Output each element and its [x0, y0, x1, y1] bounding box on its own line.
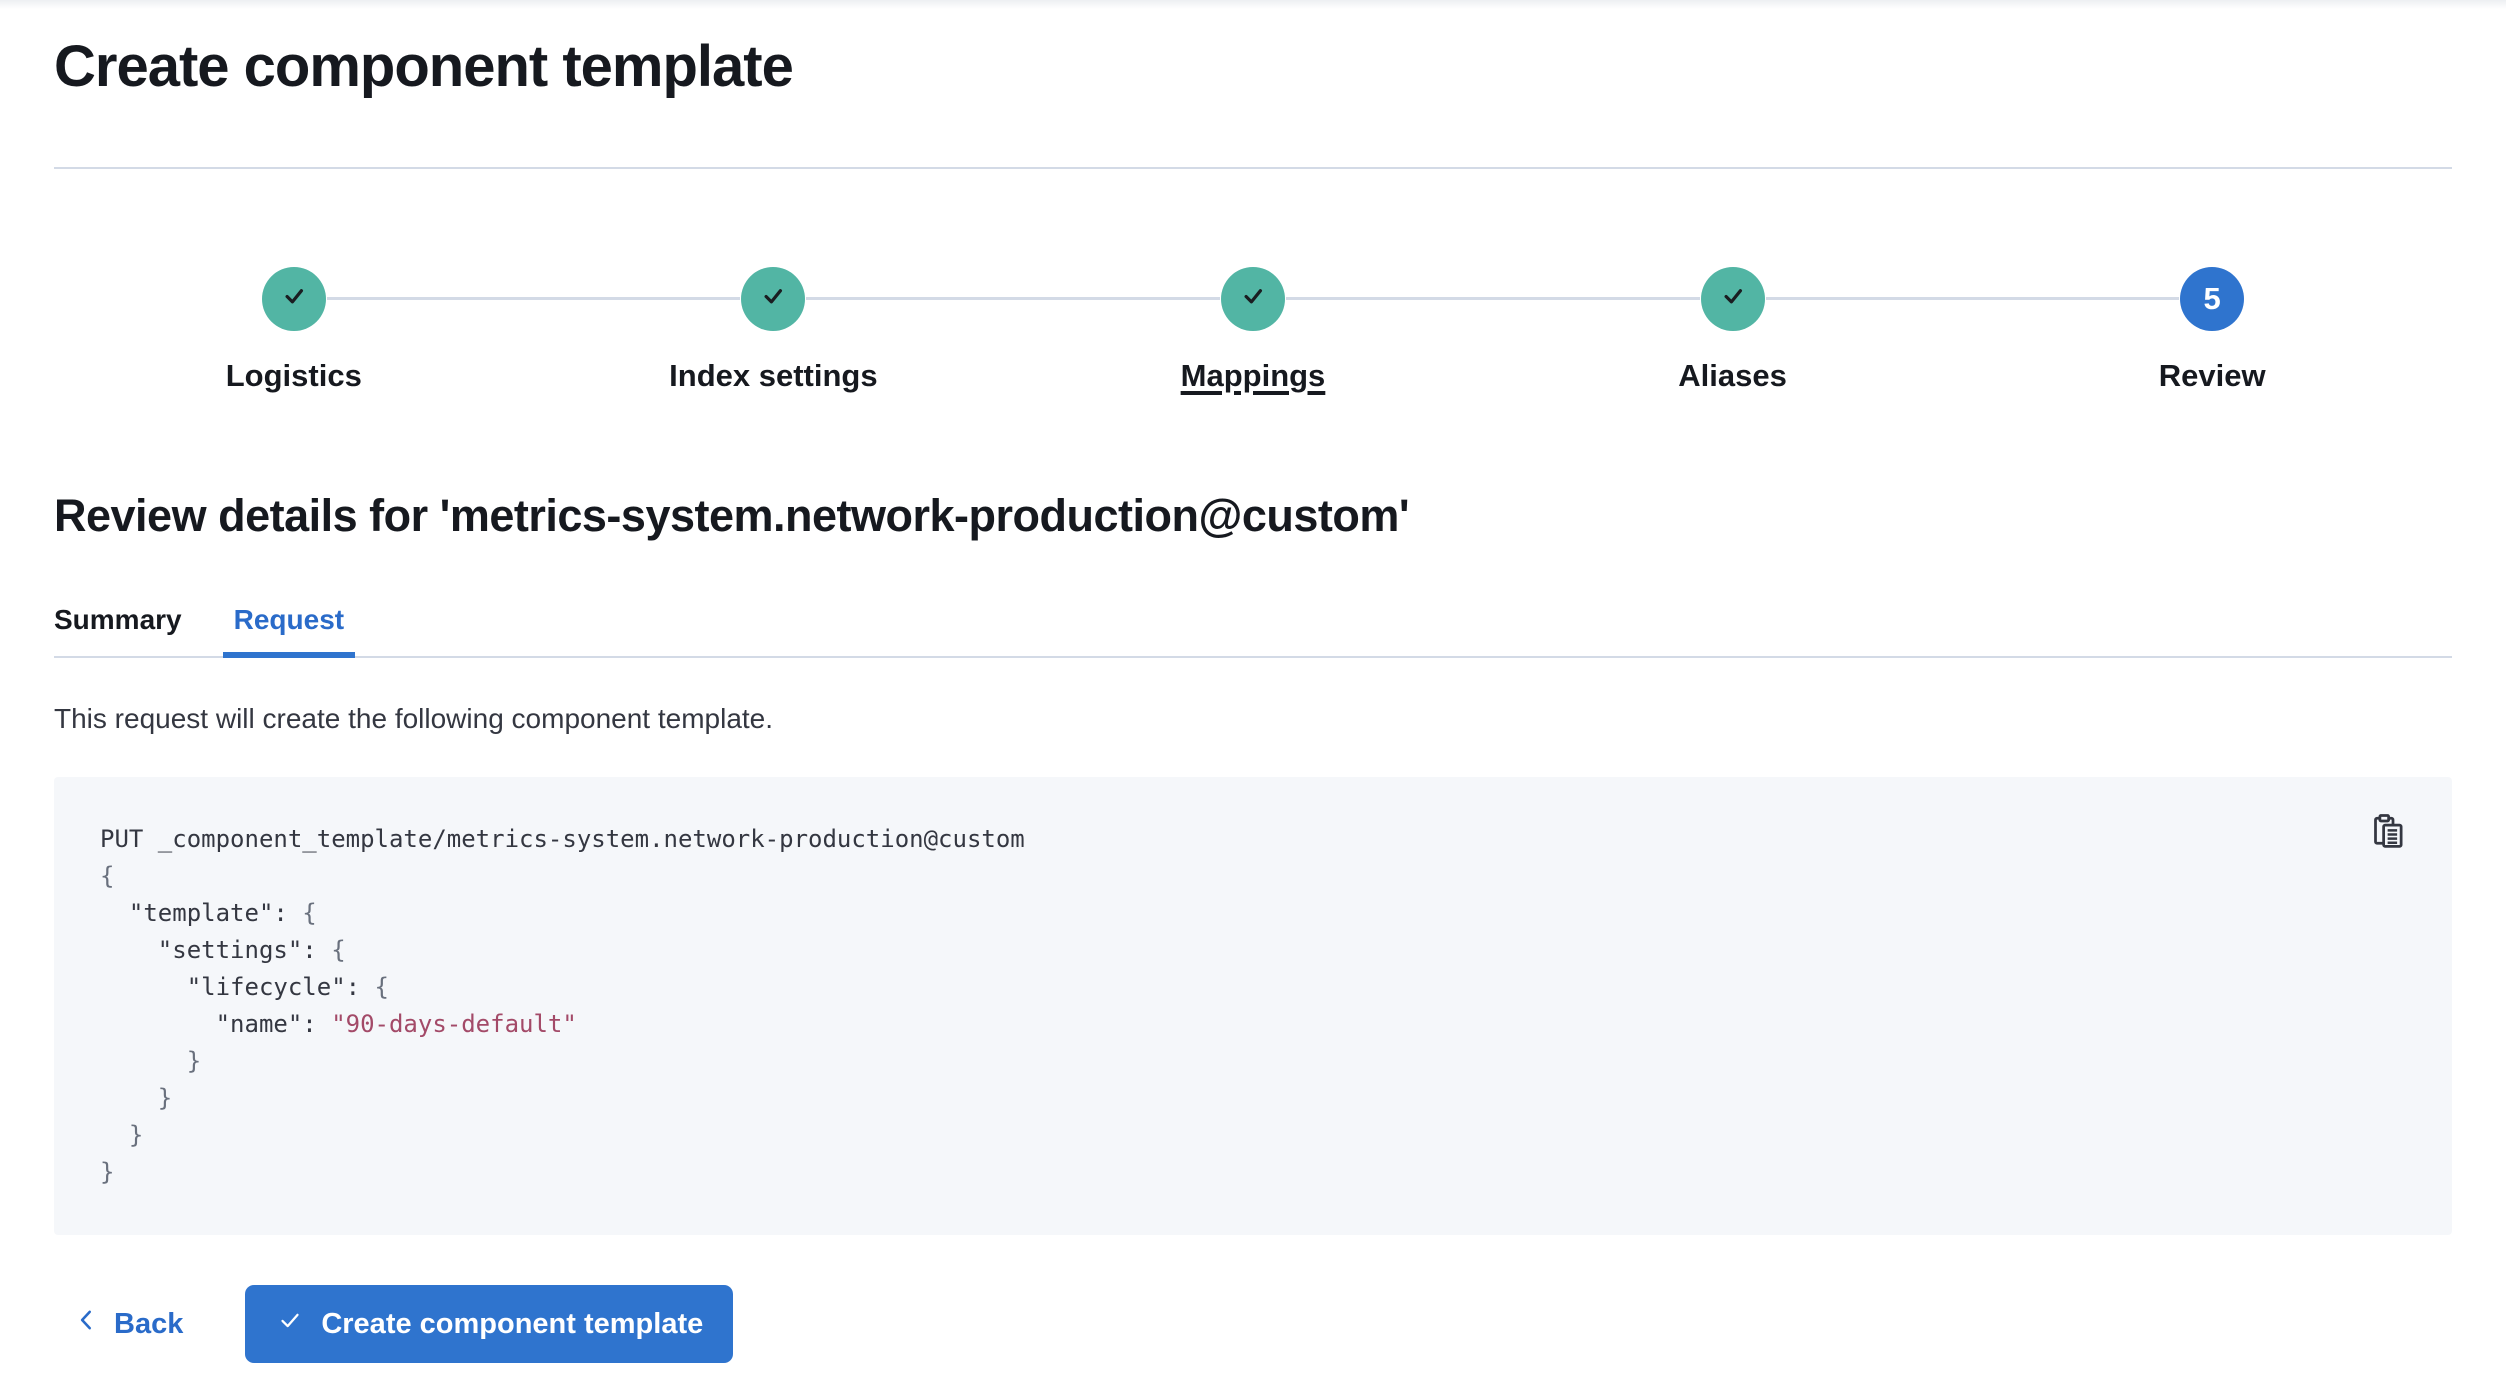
step-label: Review	[2158, 357, 2266, 393]
step-current-circle: 5	[2180, 266, 2245, 331]
check-icon	[277, 279, 311, 318]
request-code: PUT _component_template/metrics-system.n…	[100, 821, 2406, 1191]
code-line: PUT _component_template/metrics-system.n…	[100, 821, 2406, 858]
code-token: }	[100, 1121, 144, 1150]
code-line: }	[100, 1080, 2406, 1117]
copy-button[interactable]	[2366, 811, 2410, 855]
code-token: {	[374, 973, 389, 1002]
request-code-block: PUT _component_template/metrics-system.n…	[54, 777, 2452, 1236]
chevron-left-icon	[74, 1307, 100, 1341]
step-label: Aliases	[1678, 357, 1787, 393]
back-button[interactable]: Back	[74, 1307, 183, 1341]
step-logistics[interactable]: Logistics	[54, 266, 534, 394]
check-icon	[756, 279, 790, 318]
tab-summary[interactable]: Summary	[54, 603, 182, 635]
code-token: "settings":	[100, 936, 332, 965]
back-button-label: Back	[114, 1307, 184, 1340]
review-tabs: Summary Request	[54, 604, 2452, 658]
wizard-actions: Back Create component template	[54, 1285, 2452, 1364]
step-label: Mappings	[1180, 357, 1326, 393]
page-title: Create component template	[54, 34, 794, 99]
code-line: "name": "90-days-default"	[100, 1006, 2406, 1043]
step-mappings[interactable]: Mappings	[806, 266, 1493, 394]
code-line: {	[100, 858, 2406, 895]
request-description: This request will create the following c…	[54, 702, 774, 734]
create-component-template-button[interactable]: Create component template	[245, 1285, 734, 1364]
step-index-settings[interactable]: Index settings	[326, 266, 1014, 394]
code-line: }	[100, 1154, 2406, 1191]
code-token: }	[100, 1084, 173, 1113]
code-token: {	[331, 936, 346, 965]
step-label: Logistics	[225, 357, 362, 393]
create-component-template-label: Create component template	[321, 1307, 704, 1340]
check-icon	[1236, 279, 1270, 318]
code-line: }	[100, 1043, 2406, 1080]
step-complete-circle	[1220, 266, 1285, 331]
code-line: "template": {	[100, 895, 2406, 932]
code-string-token: "90-days-default"	[331, 1010, 577, 1039]
code-line: "settings": {	[100, 932, 2406, 969]
step-complete-circle	[1700, 266, 1765, 331]
check-icon	[275, 1305, 305, 1343]
step-aliases[interactable]: Aliases	[1286, 266, 1973, 394]
code-token: {	[100, 862, 115, 891]
code-line: }	[100, 1117, 2406, 1154]
code-token: "lifecycle":	[100, 973, 375, 1002]
code-token: "template":	[100, 899, 303, 928]
check-icon	[1716, 279, 1750, 318]
code-token: PUT _component_template/metrics-system.n…	[100, 825, 1025, 854]
top-shadow	[0, 0, 2506, 9]
code-token: }	[100, 1158, 115, 1187]
code-line: "lifecycle": {	[100, 969, 2406, 1006]
code-token: {	[302, 899, 317, 928]
copy-clipboard-icon	[2368, 812, 2408, 855]
step-number: 5	[2203, 280, 2221, 316]
step-label: Index settings	[669, 357, 878, 393]
review-heading: Review details for 'metrics-system.netwo…	[54, 489, 1410, 541]
code-token: "name":	[100, 1010, 332, 1039]
step-complete-circle	[741, 266, 806, 331]
title-divider	[54, 166, 2452, 169]
step-complete-circle	[261, 266, 326, 331]
tab-request[interactable]: Request	[222, 604, 356, 658]
code-token: }	[100, 1047, 202, 1076]
